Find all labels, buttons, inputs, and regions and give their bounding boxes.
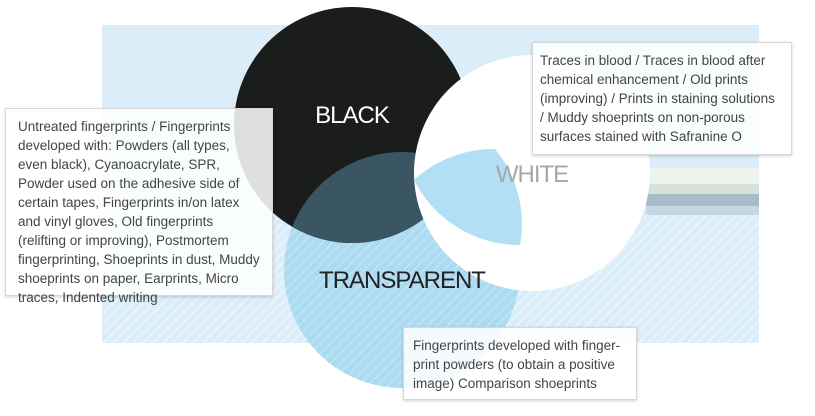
swatch-stripe-4	[646, 206, 759, 215]
swatch-stripe-3	[646, 194, 759, 206]
note-black-uses: Untreated fingerprints / Fingerprints de…	[5, 108, 273, 305]
note-transparent-uses: Fingerprints developed with finger-print…	[403, 327, 637, 400]
label-transparent: TRANSPARENT	[319, 267, 486, 294]
white-transparent-overlap	[414, 148, 522, 246]
swatch-stripe-1	[646, 168, 759, 184]
label-black: BLACK	[315, 102, 390, 129]
swatch-stripe-2	[646, 184, 759, 194]
label-white: WHITE	[496, 161, 568, 188]
note-white-uses: Traces in blood / Traces in blood after …	[532, 42, 792, 155]
